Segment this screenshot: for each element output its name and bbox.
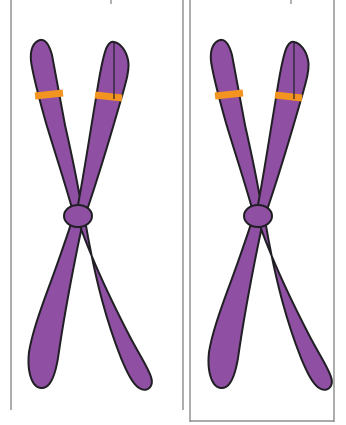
- chromatid-arm-upper-right: [77, 42, 129, 213]
- chromosome-left: [29, 40, 152, 390]
- band-upper-left: [35, 93, 63, 96]
- band-upper-left: [215, 93, 243, 96]
- band-upper-right: [95, 95, 122, 98]
- panel-left: [11, 0, 183, 410]
- chromatid-arm-upper-left: [31, 40, 82, 212]
- centromere: [244, 205, 272, 227]
- chromosome-right: [209, 40, 332, 390]
- chromatid-arm-upper-left: [211, 40, 262, 212]
- chromatid-arm-lower-left: [209, 221, 263, 388]
- top-crop-marks: [111, 0, 291, 4]
- centromere: [64, 205, 92, 227]
- band-upper-right: [275, 95, 302, 98]
- chromatid-arm-lower-right: [80, 220, 152, 390]
- panel-right: [190, 0, 334, 422]
- chromatid-arm-upper-right: [257, 42, 309, 213]
- chromatid-arm-lower-left: [29, 221, 83, 388]
- chromatid-arm-lower-right: [260, 220, 332, 390]
